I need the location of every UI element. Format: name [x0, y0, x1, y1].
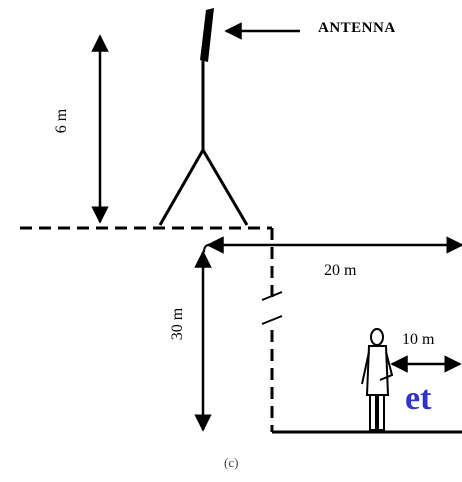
figure-caption: (c)	[224, 455, 239, 470]
person-icon	[361, 328, 394, 431]
person-distance-label: 10 m	[402, 331, 435, 348]
antenna-icon	[158, 8, 249, 226]
antenna-height-label: 6 m	[53, 108, 71, 134]
cut-off-text: et	[405, 380, 432, 417]
building-height-label: 30 m	[169, 307, 187, 341]
horizontal-distance-label: 20 m	[324, 262, 357, 279]
antenna-label: ANTENNA	[318, 20, 396, 36]
building-edge	[261, 228, 283, 432]
